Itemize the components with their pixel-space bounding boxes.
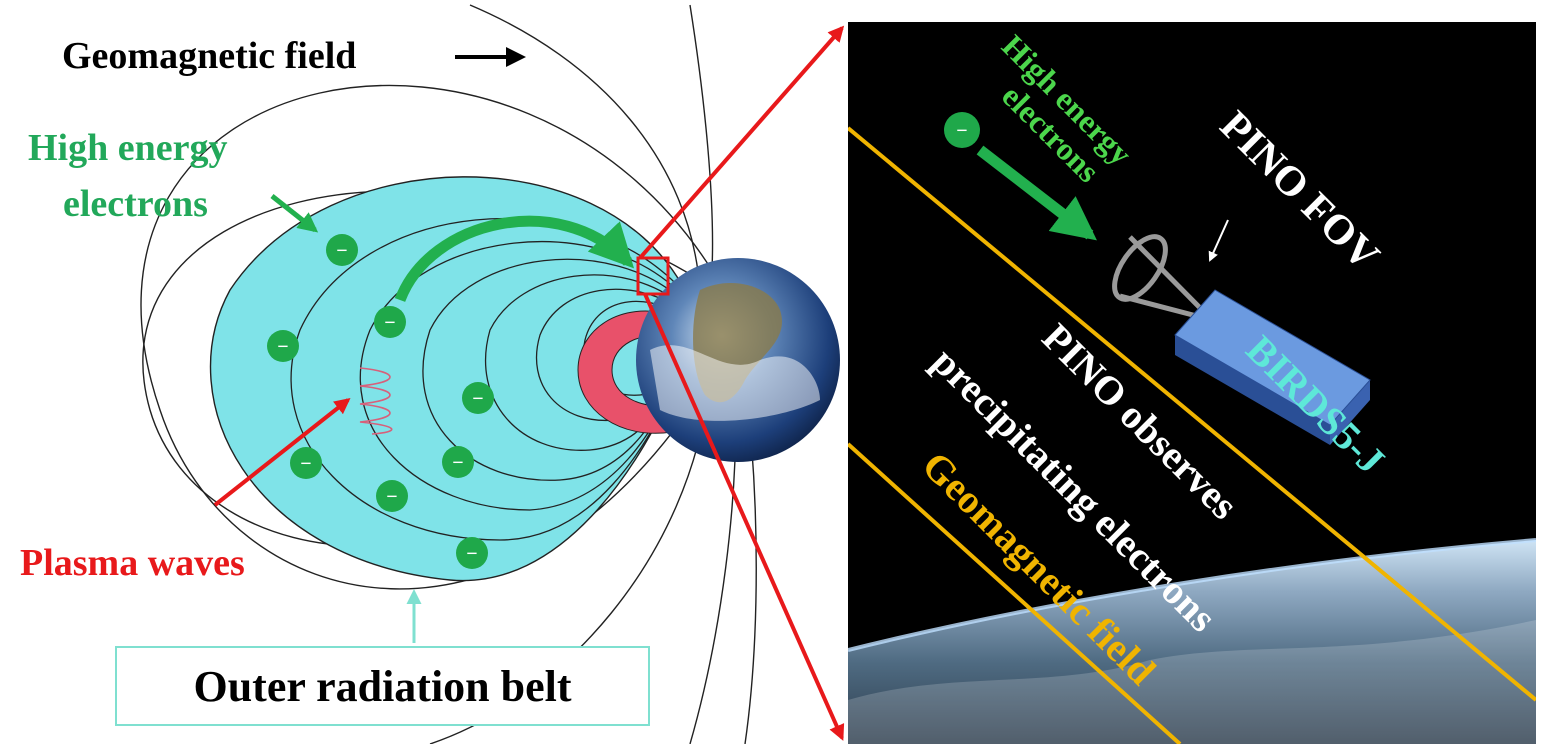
earth-horizon — [848, 540, 1536, 744]
inner-radiation-belt — [577, 310, 673, 434]
field-line-upper — [848, 126, 1536, 702]
plasma-wave-icon — [359, 367, 393, 435]
electron-4: − — [462, 382, 494, 414]
horizon-glow — [848, 538, 1536, 652]
svg-text:−: − — [956, 120, 967, 142]
electron-7: − — [376, 480, 408, 512]
outer-radiation-belt-label: Outer radiation belt — [115, 646, 650, 726]
high-energy-pointer-arrow — [270, 194, 319, 233]
electron-1: − — [326, 234, 358, 266]
high-energy-label-line1: High energy — [28, 127, 227, 169]
right-electron-arrow — [976, 145, 1097, 241]
svg-text:−: − — [336, 240, 347, 262]
high-energy-label-line2: electrons — [63, 183, 208, 225]
electron-3: − — [374, 306, 406, 338]
fov-pointer-arrow — [1208, 219, 1229, 262]
satellite-birds5j — [1174, 289, 1371, 445]
svg-text:−: − — [452, 452, 463, 474]
electron-8: − — [456, 537, 488, 569]
horizon-clouds — [848, 620, 1536, 744]
svg-text:−: − — [466, 543, 477, 565]
plasma-waves-pointer-arrow — [213, 398, 351, 507]
geomagnetic-field-label: Geomagnetic field — [62, 35, 356, 77]
outer-radiation-belt-text: Outer radiation belt — [193, 661, 572, 711]
electron-2: − — [267, 330, 299, 362]
svg-text:−: − — [472, 388, 483, 410]
electron-5: − — [290, 447, 322, 479]
svg-text:−: − — [386, 486, 397, 508]
belt-electrons: − − − − − − − − — [267, 234, 494, 569]
svg-text:−: − — [277, 336, 288, 358]
right-panel: − High energy electrons PINO FOV BIRDS5-… — [848, 22, 1536, 744]
zoom-line-top — [638, 25, 845, 260]
zoom-region-box — [636, 256, 670, 296]
field-line-lower — [848, 442, 1182, 744]
plasma-waves-label: Plasma waves — [20, 542, 245, 584]
right-electron: − — [944, 112, 980, 148]
electron-transport-arrow — [394, 215, 635, 303]
svg-text:−: − — [384, 312, 395, 334]
svg-text:−: − — [300, 453, 311, 475]
zoom-line-bottom — [643, 293, 845, 741]
electron-6: − — [442, 446, 474, 478]
